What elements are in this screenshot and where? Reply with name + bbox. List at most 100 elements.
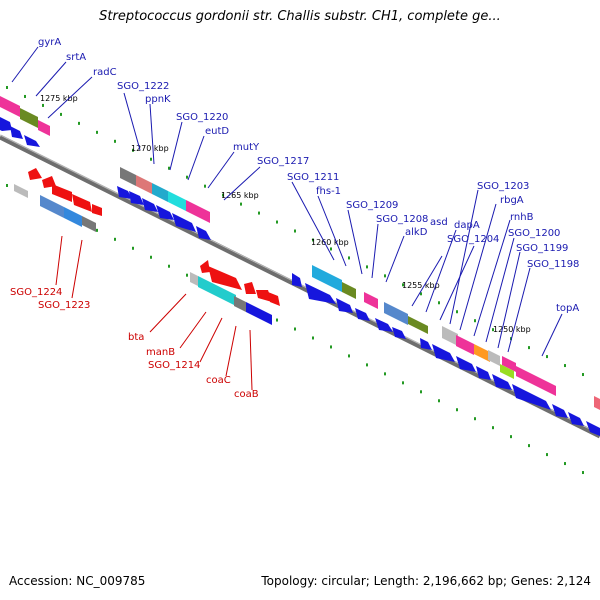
feature-blue[interactable]: [384, 302, 408, 325]
gene-label[interactable]: SGO_1223: [38, 300, 90, 311]
gene-label[interactable]: radC: [93, 67, 117, 78]
gene-label[interactable]: SGO_1198: [527, 259, 579, 270]
feature-gray[interactable]: [190, 272, 198, 286]
cds-arrow-rev[interactable]: [244, 282, 256, 294]
cds-arrow[interactable]: [156, 205, 174, 220]
gene-label[interactable]: fhs-1: [316, 186, 341, 197]
scale-tick: [492, 328, 494, 332]
feature-green[interactable]: [500, 364, 514, 379]
gene-label[interactable]: alkD: [405, 227, 428, 238]
cds-arrow[interactable]: [117, 186, 132, 199]
cds-arrow-rev[interactable]: [72, 194, 92, 212]
gene-label[interactable]: SGO_1199: [516, 243, 568, 254]
feature-gray[interactable]: [442, 326, 458, 346]
gene-label[interactable]: rnhB: [510, 212, 534, 223]
cds-arrow[interactable]: [586, 421, 600, 436]
cds-arrow-rev[interactable]: [208, 266, 242, 290]
cds-arrow[interactable]: [420, 338, 432, 350]
feature-pink[interactable]: [594, 396, 600, 410]
gene-label[interactable]: SGO_1211: [287, 172, 339, 183]
cds-arrow[interactable]: [456, 356, 476, 372]
gene-label[interactable]: SGO_1220: [176, 112, 228, 123]
feature-olive[interactable]: [408, 316, 428, 334]
cds-arrow-rev[interactable]: [256, 290, 272, 302]
cds-arrow[interactable]: [492, 374, 512, 390]
gene-label[interactable]: gyrA: [38, 37, 61, 48]
gene-label[interactable]: asd: [430, 217, 448, 228]
cds-arrow[interactable]: [10, 126, 23, 139]
cds-arrow-rev[interactable]: [92, 204, 102, 216]
cds-arrow-rev[interactable]: [200, 260, 210, 273]
feature-blue[interactable]: [64, 207, 82, 227]
scale-tick: [258, 211, 260, 215]
gene-label[interactable]: rbgA: [500, 195, 524, 206]
gene-label[interactable]: SGO_1208: [376, 214, 428, 225]
gene-label[interactable]: eutD: [205, 126, 229, 137]
cds-arrow[interactable]: [512, 384, 551, 410]
feature-pink[interactable]: [186, 200, 210, 223]
gene-label[interactable]: bta: [128, 332, 144, 343]
cds-arrow[interactable]: [142, 198, 158, 212]
gene-label[interactable]: mutY: [233, 142, 260, 153]
feature-cyan[interactable]: [198, 276, 236, 306]
cds-arrow-rev[interactable]: [268, 292, 280, 306]
scale-tick: [96, 228, 98, 232]
cds-arrow[interactable]: [305, 283, 336, 304]
feature-pink[interactable]: [38, 120, 50, 136]
feature-olive[interactable]: [20, 108, 38, 128]
gene-label[interactable]: coaB: [234, 389, 259, 400]
feature-olive[interactable]: [342, 282, 356, 299]
feature-orange[interactable]: [474, 344, 490, 362]
cds-arrow[interactable]: [172, 213, 196, 232]
cds-arrow[interactable]: [336, 298, 353, 313]
gene-label[interactable]: SGO_1209: [346, 200, 398, 211]
cds-arrow-rev[interactable]: [14, 184, 28, 198]
feature-blue[interactable]: [40, 195, 64, 218]
scale-tick: [456, 310, 458, 314]
cds-arrow[interactable]: [476, 366, 491, 380]
gene-label[interactable]: topA: [556, 303, 579, 314]
feature-pink[interactable]: [364, 292, 378, 309]
feature-gray[interactable]: [234, 296, 246, 312]
feature-gray[interactable]: [82, 216, 96, 232]
cds-arrow[interactable]: [0, 117, 12, 131]
cds-arrow[interactable]: [196, 226, 211, 240]
gene-label[interactable]: dapA: [454, 220, 480, 231]
gene-label[interactable]: SGO_1203: [477, 181, 529, 192]
cds-arrow[interactable]: [568, 412, 584, 426]
cds-arrow-rev[interactable]: [52, 184, 72, 202]
feature-gray[interactable]: [120, 167, 136, 186]
feature-pink[interactable]: [516, 366, 556, 396]
gene-label[interactable]: SGO_1214: [148, 360, 200, 371]
feature-cyan[interactable]: [312, 265, 342, 292]
gene-label[interactable]: SGO_1224: [10, 287, 62, 298]
gene-label[interactable]: SGO_1200: [508, 228, 560, 239]
gene-label[interactable]: coaC: [206, 375, 231, 386]
feature-gray[interactable]: [488, 350, 500, 366]
feature-pink[interactable]: [136, 175, 152, 194]
cds-arrow[interactable]: [392, 327, 406, 339]
cds-arrow[interactable]: [24, 135, 40, 147]
feature-pink[interactable]: [502, 356, 516, 372]
cds-arrow-rev[interactable]: [28, 168, 42, 180]
feature-pink[interactable]: [456, 335, 474, 355]
gene-label[interactable]: ppnK: [145, 94, 171, 105]
gene-label[interactable]: SGO_1217: [257, 156, 309, 167]
cds-arrow[interactable]: [292, 273, 302, 287]
feature-cyan[interactable]: [168, 191, 186, 211]
cds-arrow[interactable]: [432, 344, 455, 362]
cds-arrow[interactable]: [552, 404, 568, 418]
gene-label[interactable]: SGO_1204: [447, 234, 499, 245]
gene-label[interactable]: srtA: [66, 52, 86, 63]
gene-label[interactable]: manB: [146, 347, 175, 358]
feature-blue[interactable]: [246, 302, 272, 325]
feature-cyan[interactable]: [152, 183, 168, 202]
scale-tick: [438, 399, 440, 403]
feature-pink[interactable]: [0, 96, 20, 117]
cds-arrow[interactable]: [355, 308, 370, 321]
scale-tick: [402, 283, 404, 287]
cds-arrow[interactable]: [129, 191, 144, 205]
cds-arrow[interactable]: [375, 318, 393, 332]
gene-label[interactable]: SGO_1222: [117, 81, 169, 92]
